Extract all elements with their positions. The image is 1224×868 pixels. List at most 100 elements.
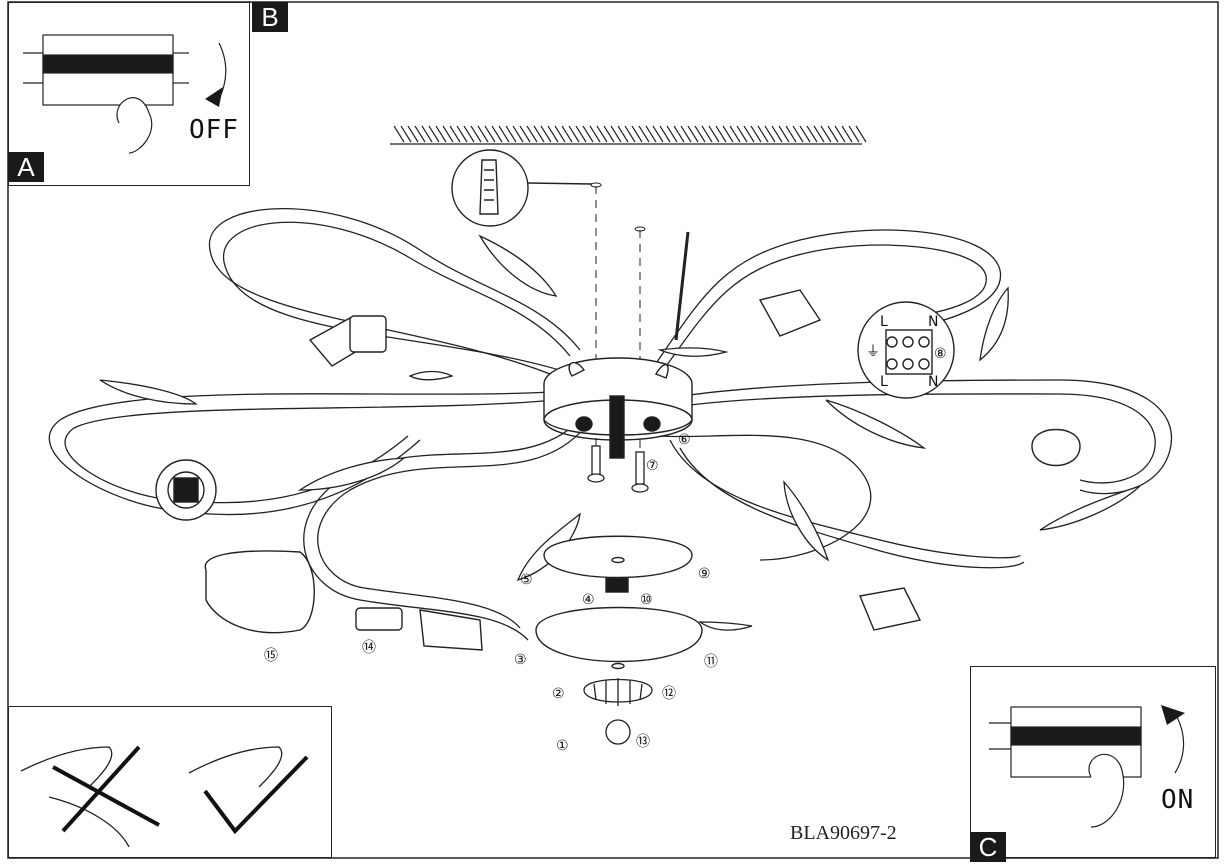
step-3: ③ (514, 652, 527, 668)
hatch-stroke (596, 125, 608, 143)
hatch-stroke (533, 125, 545, 143)
step-13: ⑬ (636, 734, 650, 750)
terminal-ref: ⑧ (934, 346, 947, 362)
hatch-stroke (687, 125, 699, 143)
terminal-top-n: N (928, 314, 938, 330)
hatch-stroke (834, 125, 846, 143)
hatch-stroke (855, 125, 867, 143)
hatch-stroke (414, 125, 426, 143)
hatch-stroke (799, 125, 811, 143)
hatch-stroke (449, 125, 461, 143)
hatch-stroke (820, 125, 832, 143)
hatch-stroke (652, 125, 664, 143)
decorative-leaves (99, 234, 1141, 631)
hatch-stroke (603, 125, 615, 143)
step-2: ② (552, 686, 565, 702)
wall-plug-callout (451, 149, 593, 227)
hatch-stroke (456, 125, 468, 143)
cross-line-2 (61, 745, 141, 833)
ground-icon: ⏚ (866, 344, 880, 360)
hatch-stroke (813, 125, 825, 143)
hatch-stroke (617, 125, 629, 143)
hatch-stroke (505, 125, 517, 143)
hatch-stroke (421, 125, 433, 143)
panel-switch-on: ON (970, 666, 1216, 858)
step-1: ① (556, 738, 569, 754)
hatch-stroke (582, 125, 594, 143)
step-4: ④ (582, 592, 595, 608)
hatch-stroke (771, 125, 783, 143)
hatch-stroke (680, 125, 692, 143)
hatch-stroke (792, 125, 804, 143)
step-7: ⑦ (646, 458, 659, 474)
hatch-stroke (638, 125, 650, 143)
step-5: ⑤ (520, 572, 533, 588)
hatch-stroke (407, 125, 419, 143)
cable (674, 231, 690, 341)
hatch-stroke (778, 125, 790, 143)
hatch-stroke (470, 125, 482, 143)
on-label: ON (1161, 785, 1195, 815)
panel-a-tag: A (8, 152, 44, 182)
arrow-up-icon (1161, 705, 1185, 725)
hatch-stroke (666, 125, 678, 143)
bulb-handling-illustration (20, 745, 309, 848)
hatch-stroke (841, 125, 853, 143)
step-12: ⑫ (662, 686, 676, 702)
glass-bowl (535, 606, 703, 670)
check-mark-icon (203, 755, 309, 835)
hatch-stroke (750, 125, 762, 143)
drill-hole-2 (634, 226, 646, 232)
panel-bulb-handling (8, 706, 332, 858)
terminal-bottom-n: N (928, 374, 938, 390)
breaker-on-illustration (989, 705, 1185, 828)
hatch-stroke (393, 125, 405, 143)
drill-hole (590, 182, 602, 188)
hatch-stroke (715, 125, 727, 143)
hatch-stroke (764, 125, 776, 143)
hatch-stroke (568, 125, 580, 143)
hatch-stroke (498, 125, 510, 143)
step-11: ⑪ (704, 654, 718, 670)
hatch-stroke (491, 125, 503, 143)
model-code: BLA90697-2 (790, 822, 897, 844)
central-hub (543, 357, 693, 459)
panel-switch-off: OFF (8, 2, 250, 186)
lamp-arms (48, 208, 1173, 641)
hatch-stroke (736, 125, 748, 143)
hatch-stroke (442, 125, 454, 143)
hatch-stroke (673, 125, 685, 143)
step-14: ⑭ (362, 640, 376, 656)
hatch-stroke (575, 125, 587, 143)
off-label: OFF (189, 115, 239, 145)
hatch-stroke (400, 125, 412, 143)
terminal-bottom-l: L (880, 374, 888, 390)
hatch-stroke (631, 125, 643, 143)
hatch-stroke (428, 125, 440, 143)
hatch-stroke (589, 125, 601, 143)
breaker-off-illustration (23, 34, 227, 154)
hatch-stroke (848, 125, 860, 143)
hatch-stroke (554, 125, 566, 143)
hatch-stroke (722, 125, 734, 143)
hub-screws (587, 445, 649, 493)
terminal-top-l: L (880, 314, 888, 330)
cross-line-1 (52, 765, 160, 827)
hatch-stroke (519, 125, 531, 143)
page-frame (7, 1, 1219, 859)
finial-nut (583, 678, 653, 745)
panel-b-tag: B (252, 2, 288, 32)
hatch-stroke (484, 125, 496, 143)
arrow-down-icon (205, 87, 223, 107)
lamp-heads (155, 289, 1081, 651)
hatch-stroke (743, 125, 755, 143)
hatch-stroke (547, 125, 559, 143)
hatch-stroke (624, 125, 636, 143)
hatch-stroke (610, 125, 622, 143)
terminal-block-callout (857, 301, 955, 399)
panel-c-tag: C (970, 832, 1006, 862)
ceiling-hatch (390, 125, 867, 145)
hatch-stroke (561, 125, 573, 143)
